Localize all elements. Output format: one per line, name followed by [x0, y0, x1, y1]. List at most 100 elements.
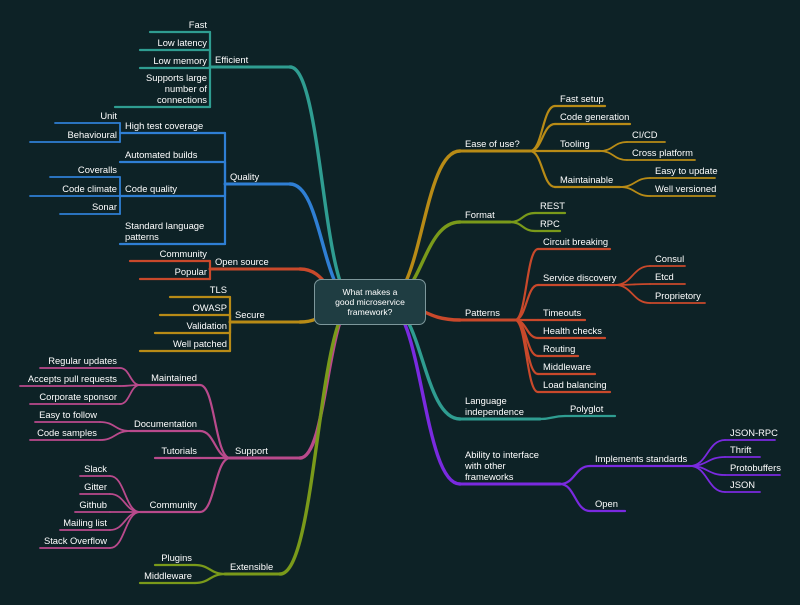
node-well-versioned-link: [619, 186, 651, 197]
node-coveralls[interactable]: Coveralls: [78, 164, 117, 175]
node-unit[interactable]: Unit: [100, 110, 117, 121]
node-well-versioned[interactable]: Well versioned: [655, 183, 716, 194]
node-json[interactable]: JSON: [730, 479, 755, 490]
node-mailing-list[interactable]: Mailing list: [63, 517, 107, 528]
branch-quality-label[interactable]: Quality: [230, 171, 259, 182]
node-regular-updates[interactable]: Regular updates: [48, 355, 117, 366]
node-circuit-breaking[interactable]: Circuit breaking: [543, 236, 608, 247]
node-tooling[interactable]: Tooling: [560, 138, 590, 149]
node-sonar[interactable]: Sonar: [92, 201, 117, 212]
node-ci-cd-link: [599, 141, 628, 152]
node-corporate-sponsor-link: [119, 384, 141, 405]
node-easy-to-update-link: [619, 177, 651, 188]
branch-ability-to-interface-with-other-frameworks-trunk: [383, 300, 462, 486]
node-gitter[interactable]: Gitter: [84, 481, 107, 492]
branch-format-label[interactable]: Format: [465, 209, 495, 220]
node-community[interactable]: Community: [150, 499, 198, 510]
branch-patterns-label[interactable]: Patterns: [465, 307, 500, 318]
node-owasp[interactable]: OWASP: [192, 302, 227, 313]
node-accepts-pull-requests[interactable]: Accepts pull requests: [28, 373, 117, 384]
branch-extensible-trunk: [278, 300, 357, 576]
node-polyglot[interactable]: Polyglot: [570, 403, 604, 414]
node-middleware-link: [193, 572, 227, 585]
node-rpc-link: [508, 220, 537, 233]
node-proprietory[interactable]: Proprietory: [655, 290, 701, 301]
node-code-samples[interactable]: Code samples: [37, 427, 97, 438]
branch-efficient-label[interactable]: Efficient: [215, 54, 249, 65]
branch-support-label[interactable]: Support: [235, 445, 268, 456]
node-high-test-coverage[interactable]: High test coverage: [125, 120, 203, 131]
node-circuit-breaking-link: [513, 247, 540, 322]
node-ci-cd[interactable]: CI/CD: [632, 129, 658, 140]
node-stack-overflow[interactable]: Stack Overflow: [44, 535, 107, 546]
node-low-memory[interactable]: Low memory: [153, 55, 207, 66]
node-cross-platform[interactable]: Cross platform: [632, 147, 693, 158]
node-rest-link: [508, 211, 537, 224]
node-regular-updates-link: [119, 367, 141, 386]
node-fast-setup[interactable]: Fast setup: [560, 93, 604, 104]
node-slack[interactable]: Slack: [84, 463, 107, 474]
node-corporate-sponsor[interactable]: Corporate sponsor: [39, 391, 117, 402]
node-middleware[interactable]: Middleware: [543, 361, 591, 372]
root-node[interactable]: What makes a good microservice framework…: [314, 279, 426, 325]
node-routing[interactable]: Routing: [543, 343, 575, 354]
node-load-balancing[interactable]: Load balancing: [543, 379, 607, 390]
node-consul-link: [614, 265, 651, 286]
node-well-patched[interactable]: Well patched: [173, 338, 227, 349]
branch-efficient-trunk: [288, 65, 357, 304]
node-maintained[interactable]: Maintained: [151, 372, 197, 383]
node-easy-to-follow[interactable]: Easy to follow: [39, 409, 97, 420]
branch-secure-label[interactable]: Secure: [235, 309, 265, 320]
node-github[interactable]: Github: [79, 499, 107, 510]
node-behavioural[interactable]: Behavioural: [67, 129, 117, 140]
node-tls[interactable]: TLS: [210, 284, 227, 295]
node-stack-overflow-link: [109, 511, 141, 549]
node-cross-platform-link: [599, 150, 628, 161]
node-middleware[interactable]: Middleware: [144, 570, 192, 581]
node-documentation[interactable]: Documentation: [134, 418, 197, 429]
node-mailing-list-link: [109, 511, 141, 531]
node-service-discovery[interactable]: Service discovery: [543, 272, 617, 283]
node-code-generation[interactable]: Code generation: [560, 111, 629, 122]
node-json-rpc[interactable]: JSON-RPC: [730, 427, 778, 438]
node-plugins-link: [193, 563, 227, 576]
branch-ease-of-use-label[interactable]: Ease of use?: [465, 138, 520, 149]
node-validation[interactable]: Validation: [187, 320, 227, 331]
node-rest[interactable]: REST: [540, 200, 565, 211]
node-community[interactable]: Community: [160, 248, 208, 259]
node-low-latency[interactable]: Low latency: [157, 37, 207, 48]
node-timeouts[interactable]: Timeouts: [543, 307, 582, 318]
node-fast[interactable]: Fast: [189, 19, 208, 30]
node-polyglot-link: [538, 414, 567, 421]
node-maintainable-link: [528, 149, 557, 189]
node-rpc[interactable]: RPC: [540, 218, 560, 229]
node-fast-setup-link: [528, 104, 557, 153]
node-open-link: [558, 482, 592, 513]
node-tutorials[interactable]: Tutorials: [161, 445, 197, 456]
node-popular[interactable]: Popular: [175, 266, 207, 277]
node-code-samples-link: [99, 430, 131, 441]
node-etcd[interactable]: Etcd: [655, 271, 674, 282]
node-code-climate[interactable]: Code climate: [62, 183, 117, 194]
node-implements-standards[interactable]: Implements standards: [595, 453, 688, 464]
node-maintainable[interactable]: Maintainable: [560, 174, 613, 185]
node-protobuffers[interactable]: Protobuffers: [730, 462, 781, 473]
branch-open-source-label[interactable]: Open source: [215, 256, 269, 267]
node-easy-to-update[interactable]: Easy to update: [655, 165, 718, 176]
branch-extensible-label[interactable]: Extensible: [230, 561, 273, 572]
node-open[interactable]: Open: [595, 498, 618, 509]
node-gitter-link: [109, 493, 141, 513]
node-plugins[interactable]: Plugins: [161, 552, 192, 563]
node-maintained-link: [198, 383, 232, 460]
node-load-balancing-link: [513, 318, 540, 394]
node-health-checks[interactable]: Health checks: [543, 325, 602, 336]
node-consul[interactable]: Consul: [655, 253, 684, 264]
node-automated-builds[interactable]: Automated builds: [125, 149, 198, 160]
node-thrift[interactable]: Thrift: [730, 444, 752, 455]
node-code-quality[interactable]: Code quality: [125, 183, 177, 194]
